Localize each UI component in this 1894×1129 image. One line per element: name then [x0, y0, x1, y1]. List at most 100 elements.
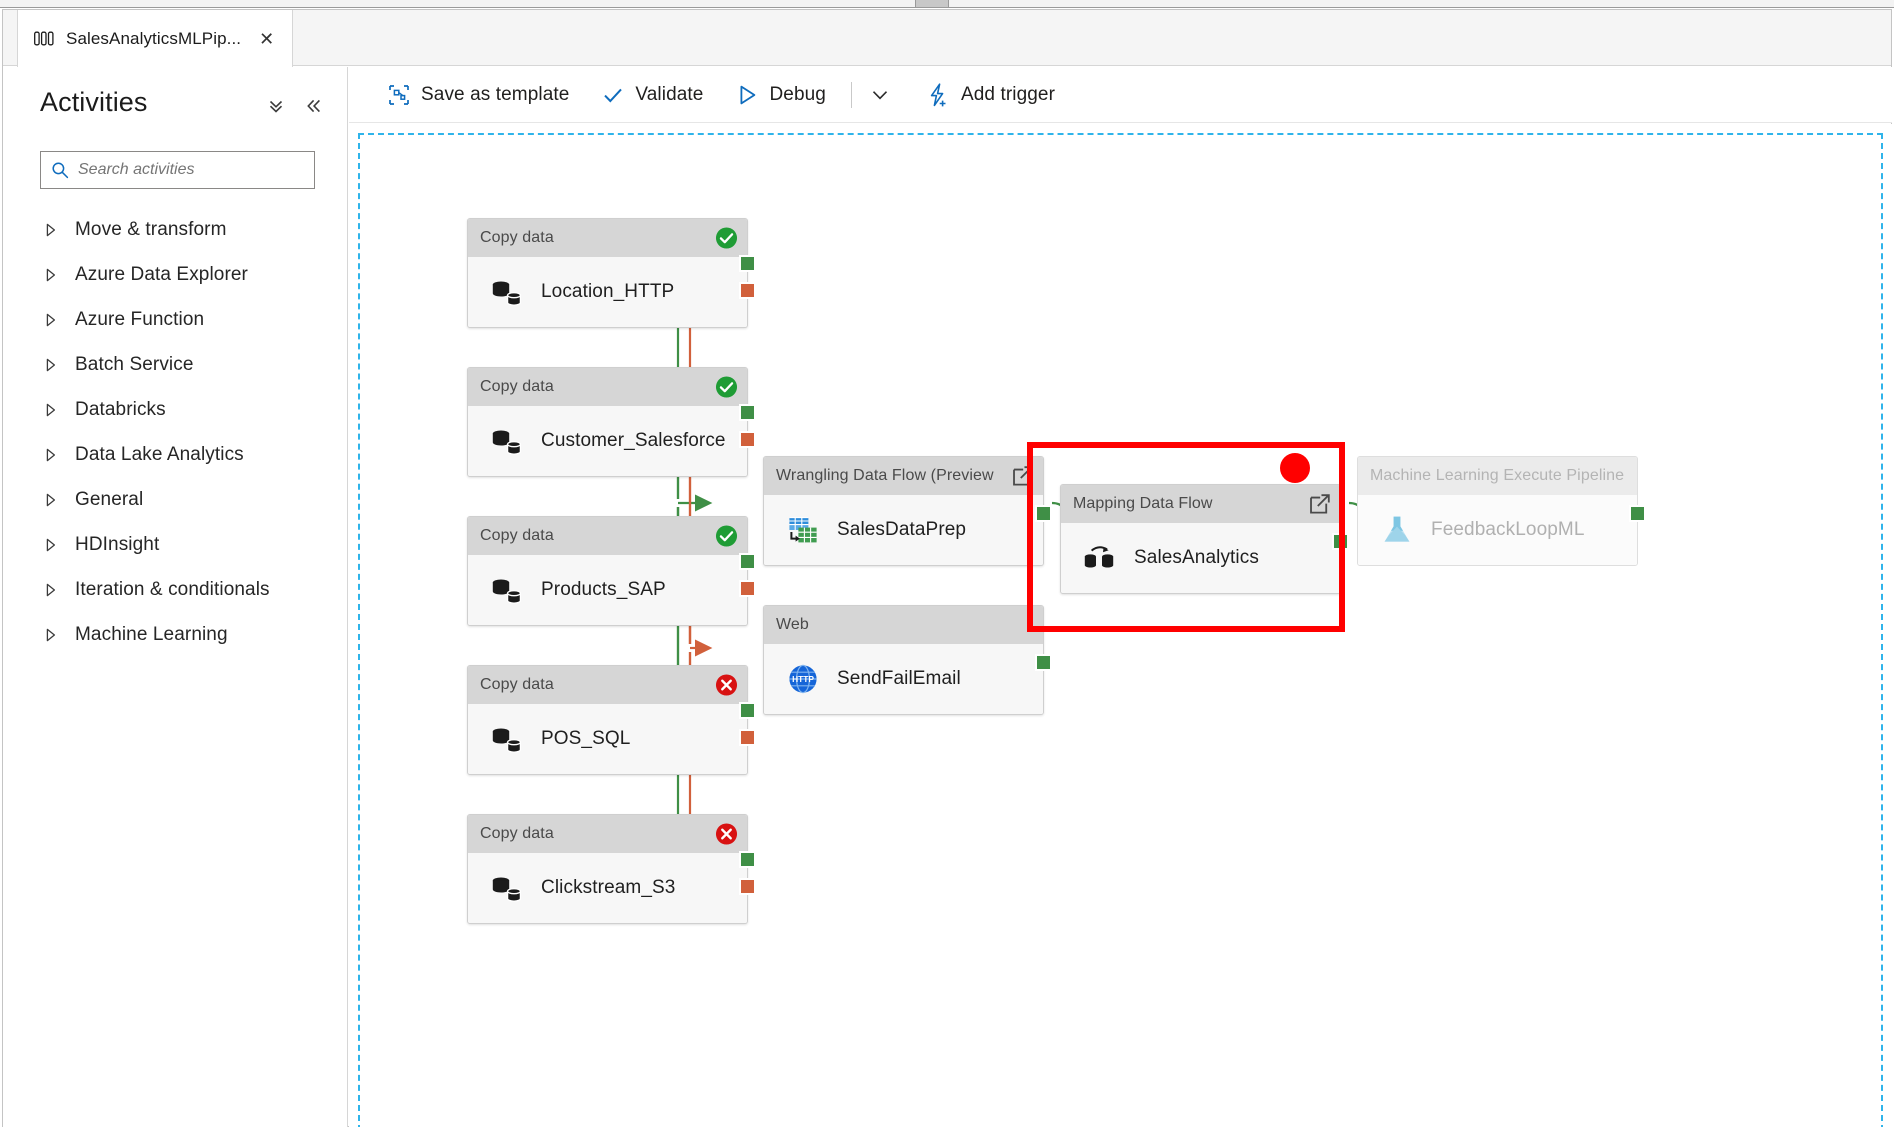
chevron-right-icon — [46, 448, 56, 461]
node-type-label: Copy data — [480, 676, 554, 693]
debug-dropdown-button[interactable] — [861, 76, 899, 114]
output-port-success[interactable] — [739, 851, 756, 868]
chevron-right-icon — [46, 628, 56, 641]
node-body: HTTP SendFailEmail — [764, 644, 1043, 714]
output-port-success[interactable] — [739, 553, 756, 570]
open-external-icon[interactable] — [1309, 493, 1331, 515]
node-body: Location_HTTP — [468, 257, 747, 327]
sidebar-item-iteration-conditionals[interactable]: Iteration & conditionals — [3, 567, 347, 612]
pipeline-toolbar: Save as template Validate Debug — [349, 67, 1892, 123]
activities-panel-actions — [265, 95, 325, 117]
output-port-success[interactable] — [739, 404, 756, 421]
green-check-circle-icon — [715, 525, 738, 547]
canvas-drop-zone — [358, 133, 1883, 1127]
validate-button[interactable]: Validate — [585, 75, 719, 115]
output-port-success[interactable] — [1035, 654, 1052, 671]
sidebar-item-machine-learning[interactable]: Machine Learning — [3, 612, 347, 657]
node-header: Copy data — [468, 219, 747, 257]
node-header: Wrangling Data Flow (Preview — [764, 457, 1043, 495]
output-port-success[interactable] — [1629, 505, 1646, 522]
toolbar-divider — [850, 81, 852, 108]
activities-panel-header: Activities — [3, 67, 347, 133]
node-header: Machine Learning Execute Pipeline — [1358, 457, 1637, 495]
mapping-data-flow-icon — [1084, 546, 1114, 568]
chevron-right-icon — [46, 268, 56, 281]
output-port-failure[interactable] — [739, 580, 756, 597]
sidebar-item-data-lake-analytics[interactable]: Data Lake Analytics — [3, 432, 347, 477]
node-name-label: SalesAnalytics — [1134, 547, 1259, 568]
search-activities-box[interactable] — [40, 151, 315, 189]
node-body: Customer_Salesforce — [468, 406, 747, 476]
validate-label: Validate — [635, 83, 704, 105]
node-body: Products_SAP — [468, 555, 747, 625]
svg-text:HTTP: HTTP — [792, 674, 814, 684]
close-icon[interactable]: ✕ — [259, 28, 275, 49]
node-name-label: SendFailEmail — [837, 668, 961, 689]
node-body: SalesAnalytics — [1061, 523, 1340, 593]
chevron-double-left-icon[interactable] — [303, 95, 325, 117]
ml-flask-icon — [1384, 516, 1410, 542]
sidebar-item-label: Batch Service — [75, 353, 194, 375]
output-port-success[interactable] — [1332, 533, 1349, 550]
copy-data-icon — [492, 877, 522, 902]
node-name-label: FeedbackLoopML — [1431, 519, 1585, 540]
search-input[interactable] — [78, 161, 304, 179]
node-name-label: SalesDataPrep — [837, 519, 967, 540]
node-header: Copy data — [468, 666, 747, 704]
output-port-failure[interactable] — [739, 282, 756, 299]
node-type-label: Copy data — [480, 825, 554, 842]
add-trigger-button[interactable]: Add trigger — [909, 75, 1071, 115]
sidebar-item-label: Azure Function — [75, 308, 205, 330]
save-as-template-button[interactable]: Save as template — [371, 75, 585, 115]
sidebar-item-azure-data-explorer[interactable]: Azure Data Explorer — [3, 252, 347, 297]
activities-panel: Activities — [3, 67, 348, 1127]
output-port-success[interactable] — [739, 255, 756, 272]
sidebar-item-databricks[interactable]: Databricks — [3, 387, 347, 432]
checkmark-icon — [604, 88, 623, 102]
node-type-label: Machine Learning Execute Pipeline — [1370, 467, 1625, 484]
sidebar-item-batch-service[interactable]: Batch Service — [3, 342, 347, 387]
node-body: Clickstream_S3 — [468, 853, 747, 923]
output-port-failure[interactable] — [739, 729, 756, 746]
output-port-success[interactable] — [739, 702, 756, 719]
sidebar-item-label: Data Lake Analytics — [75, 443, 244, 465]
node-name-label: Customer_Salesforce — [541, 430, 726, 451]
sidebar-item-label: Azure Data Explorer — [75, 263, 248, 285]
sidebar-item-label: HDInsight — [75, 533, 160, 555]
open-external-icon[interactable] — [1012, 465, 1034, 487]
output-port-failure[interactable] — [739, 431, 756, 448]
annotation-dot — [1280, 453, 1310, 483]
sidebar-item-hdinsight[interactable]: HDInsight — [3, 522, 347, 567]
sidebar-item-move-transform[interactable]: Move & transform — [3, 207, 347, 252]
sidebar-item-general[interactable]: General — [3, 477, 347, 522]
node-header: Web — [764, 606, 1043, 644]
output-port-success[interactable] — [1035, 505, 1052, 522]
red-x-circle-icon — [715, 674, 738, 696]
chevron-double-down-icon[interactable] — [265, 95, 287, 117]
save-as-template-icon — [389, 84, 409, 105]
debug-button[interactable]: Debug — [719, 75, 842, 115]
page-title: Activities — [40, 87, 148, 117]
node-header: Mapping Data Flow — [1061, 485, 1340, 523]
sidebar-item-label: Machine Learning — [75, 623, 228, 645]
chevron-right-icon — [46, 223, 56, 236]
node-header: Copy data — [468, 368, 747, 406]
node-header: Copy data — [468, 815, 747, 853]
tab-salesanalyticsmlpipeline[interactable]: SalesAnalyticsMLPip... ✕ — [17, 10, 294, 67]
copy-data-icon — [492, 430, 522, 455]
sidebar-item-azure-function[interactable]: Azure Function — [3, 297, 347, 342]
sidebar-item-label: Move & transform — [75, 218, 227, 240]
output-port-failure[interactable] — [739, 878, 756, 895]
